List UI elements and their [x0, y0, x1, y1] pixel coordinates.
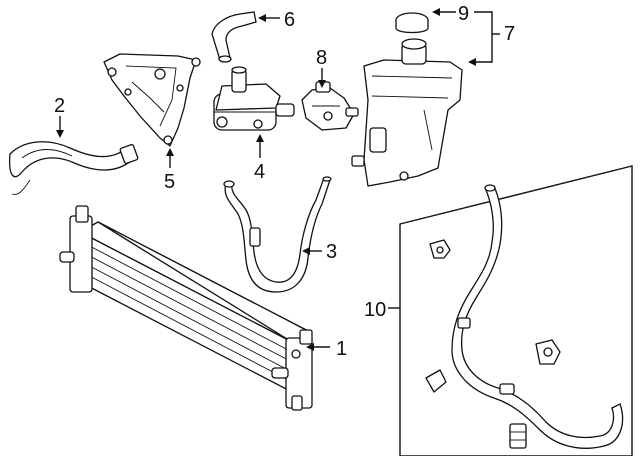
callout-1: 1: [336, 338, 347, 360]
part-8-valve: [301, 81, 359, 131]
callout-6: 6: [284, 9, 295, 31]
callout-labels: 1 2 3 4 5 6 7 8 9 10: [54, 3, 515, 360]
arrow-head: [166, 148, 174, 156]
arrow-head: [318, 80, 326, 88]
arrow-head: [256, 134, 264, 142]
part-7-reservoir: [351, 38, 463, 187]
arrow-head: [306, 343, 314, 351]
callout-10: 10: [364, 299, 386, 321]
callout-8: 8: [316, 47, 327, 69]
callout-5: 5: [164, 171, 175, 193]
part-4-pump: [213, 66, 295, 131]
leader-lines: [56, 8, 500, 351]
callout-2: 2: [54, 95, 65, 117]
part-6-hose: [211, 11, 257, 63]
callout-9: 9: [458, 3, 469, 25]
arrow-head: [468, 58, 476, 66]
callout-7: 7: [504, 23, 515, 45]
arrow-head: [302, 247, 310, 255]
part-9-cap: [395, 12, 429, 34]
callout-3: 3: [326, 241, 337, 263]
part-2-hose: [8, 141, 139, 195]
part-1-radiator: [59, 205, 313, 411]
callout-4: 4: [254, 161, 265, 183]
part-10-assembly: [399, 165, 633, 456]
arrow-head: [258, 14, 266, 22]
arrow-head: [56, 130, 64, 138]
part-5-bracket: [103, 53, 201, 147]
part-3-hose: [223, 176, 332, 293]
arrow-head: [432, 8, 440, 16]
